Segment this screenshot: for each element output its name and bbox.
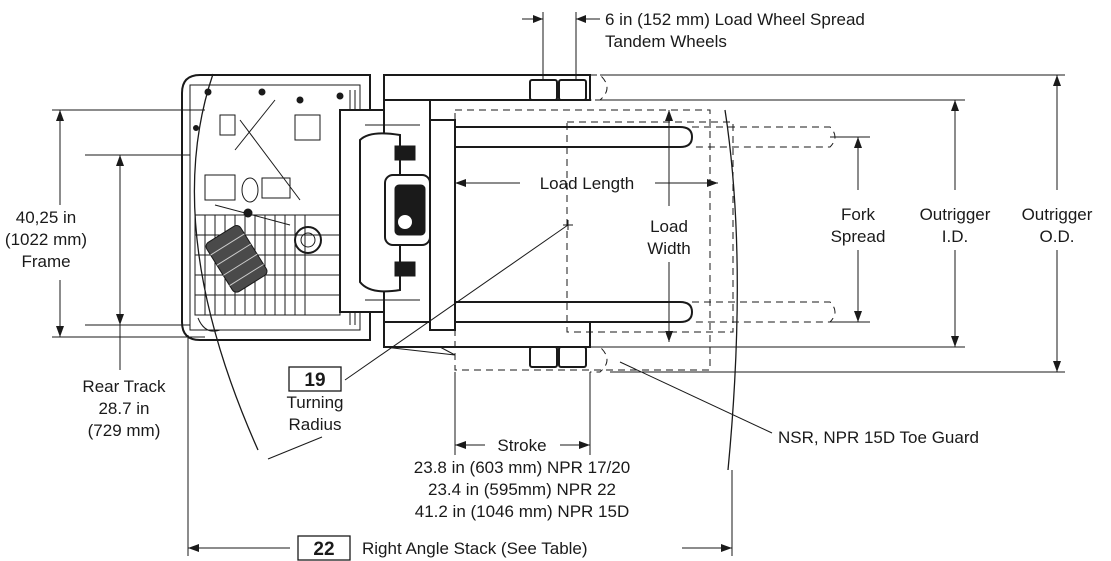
- toe-guard-label: NSR, NPR 15D Toe Guard: [778, 428, 979, 447]
- dim-stroke: [454, 372, 591, 455]
- stroke-spec-1: 23.8 in (603 mm) NPR 17/20: [414, 458, 630, 477]
- forks: [454, 126, 836, 323]
- load-width-label-2: Width: [647, 239, 690, 258]
- frame-label-3: Frame: [21, 252, 70, 271]
- right-angle-number-box: [297, 535, 351, 561]
- frame-label-1: 40,25 in: [16, 208, 77, 227]
- rear-track-label-3: (729 mm): [88, 421, 161, 440]
- frame-label-2: (1022 mm): [5, 230, 87, 249]
- outrigger-id-label-1: Outrigger: [920, 205, 991, 224]
- dim-fork-spread: [830, 136, 870, 323]
- load-wheel-spread-label: 6 in (152 mm) Load Wheel Spread: [605, 10, 865, 29]
- load-wheels: [529, 74, 608, 373]
- outrigger-id-label-2: I.D.: [942, 227, 968, 246]
- turning-radius-label-1: Turning: [286, 393, 343, 412]
- turning-radius-number-box: [288, 366, 342, 392]
- toe-guard-leader: [619, 361, 773, 434]
- right-angle-stack-label: Right Angle Stack (See Table): [362, 539, 588, 558]
- dim-load-length: [455, 179, 718, 187]
- outrigger-od-label-1: Outrigger: [1022, 205, 1093, 224]
- truck-frame: [181, 74, 371, 341]
- stroke-spec-3: 41.2 in (1046 mm) NPR 15D: [415, 502, 629, 521]
- load-outline: [454, 109, 734, 371]
- fork-spread-label-1: Fork: [841, 205, 876, 224]
- dim-load-width: [665, 110, 673, 342]
- load-width-label-1: Load: [650, 217, 688, 236]
- dim-outrigger-id: [595, 99, 965, 348]
- tandem-wheels-label: Tandem Wheels: [605, 32, 727, 51]
- rear-track-label-2: 28.7 in: [98, 399, 149, 418]
- dim-right-angle-stack: [187, 335, 733, 556]
- dim-outrigger-od: [600, 74, 1065, 373]
- load-length-label: Load Length: [540, 174, 635, 193]
- turning-radius-label-2: Radius: [289, 415, 342, 434]
- rear-track-label-1: Rear Track: [82, 377, 166, 396]
- dim-frame: [52, 109, 205, 338]
- outrigger-od-label-2: O.D.: [1040, 227, 1075, 246]
- turning-radius-number: 19: [304, 370, 325, 391]
- mast-assembly: [339, 74, 591, 356]
- right-angle-number: 22: [313, 539, 334, 560]
- stroke-label: Stroke: [497, 436, 546, 455]
- dim-load-wheel-spread: [522, 12, 600, 80]
- fork-spread-label-2: Spread: [831, 227, 886, 246]
- stroke-spec-2: 23.4 in (595mm) NPR 22: [428, 480, 616, 499]
- dim-rear-track: [85, 154, 190, 370]
